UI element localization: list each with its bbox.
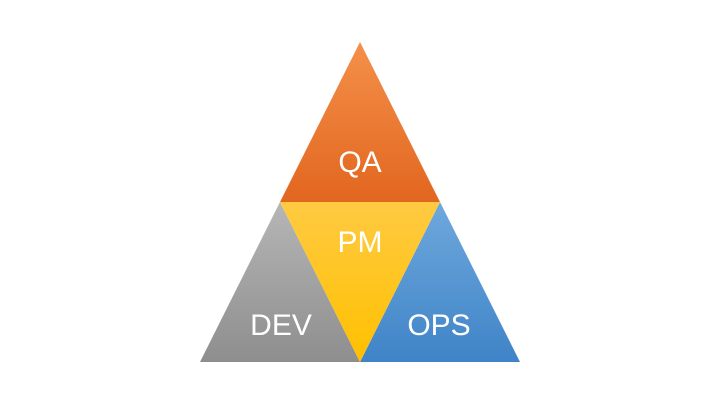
- ops-label: OPS: [407, 309, 470, 342]
- dev-segment: [200, 202, 360, 362]
- pm-label: PM: [338, 226, 383, 259]
- ops-segment: [360, 202, 520, 362]
- qa-label: QA: [338, 146, 381, 179]
- dev-label: DEV: [250, 309, 312, 342]
- qa-segment: [280, 42, 440, 202]
- pm-segment: [280, 202, 440, 362]
